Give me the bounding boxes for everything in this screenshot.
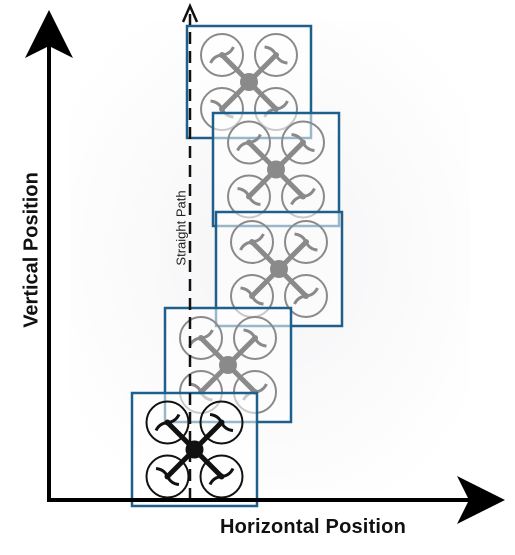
drone-frame-1 (130, 391, 259, 508)
y-axis-label: Vertical Position (20, 172, 43, 328)
drone-frame-5 (185, 24, 313, 140)
straight-path-label: Straight Path (173, 190, 189, 266)
drone-frame-4 (211, 111, 341, 228)
quadcopter-icon (230, 220, 328, 318)
straight-path-arrowhead (181, 2, 199, 23)
drone-frames (130, 24, 344, 508)
quadcopter-icon (227, 120, 325, 219)
x-axis-label: Horizontal Position (220, 516, 407, 538)
